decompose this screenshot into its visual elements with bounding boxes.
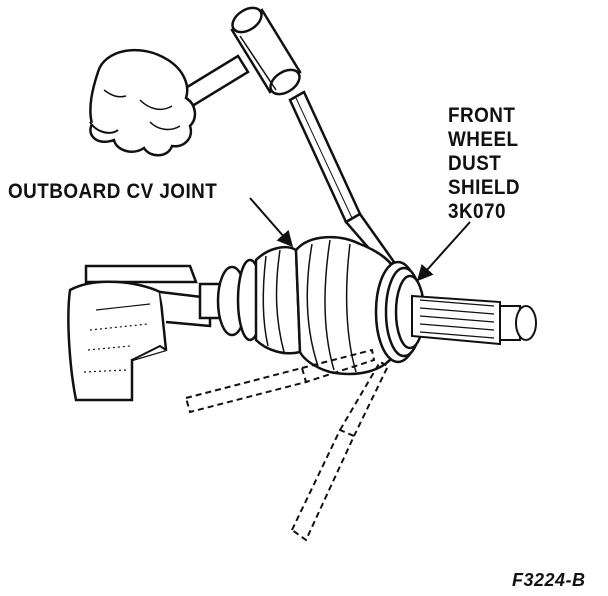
cv-joint-arrow: [249, 197, 294, 248]
axle-shaft: [198, 258, 264, 342]
chisel-alt-position-bottom: [290, 360, 390, 542]
cv-boot: [254, 235, 398, 376]
shield-label-line-1: FRONT: [448, 104, 516, 127]
leader-lines: [249, 197, 471, 282]
dust-shield-arrow: [416, 221, 471, 282]
shield-label-line-2: WHEEL: [448, 128, 519, 151]
front-wheel-dust-shield-label: FRONT WHEEL DUST SHIELD 3K070: [448, 104, 520, 224]
shield-label-line-4: SHIELD: [448, 176, 521, 199]
outboard-cv-joint-label: OUTBOARD CV JOINT: [8, 180, 218, 203]
figure-code: F3224-B: [512, 570, 586, 590]
splined-shaft: [411, 294, 537, 346]
shield-label-line-3: DUST: [448, 152, 502, 175]
shield-label-line-5: 3K070: [448, 200, 506, 223]
hand-icon: [89, 48, 197, 157]
vise-icon: [67, 264, 212, 402]
chisel-alt-position-lower: [184, 348, 376, 414]
